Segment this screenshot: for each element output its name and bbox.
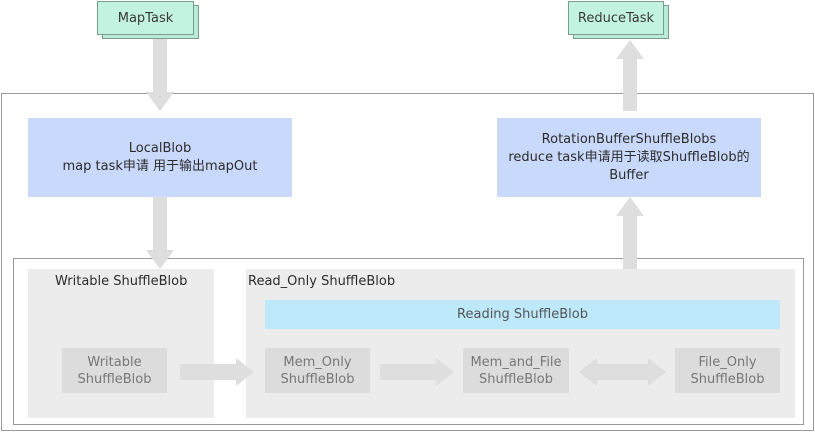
readonly-panel bbox=[246, 269, 795, 418]
file-only-line2: ShuffleBlob bbox=[690, 371, 765, 387]
localblob-title: LocalBlob bbox=[128, 140, 192, 156]
reading-shuffleblob-bar: Reading ShuffleBlob bbox=[265, 300, 780, 329]
readonly-panel-title: Read_Only ShuffleBlob bbox=[248, 274, 396, 289]
writable-panel bbox=[28, 269, 214, 418]
rotation-buffer-box: RotationBufferShuffleBlobs reduce task申请… bbox=[497, 118, 761, 197]
maptask-label: MapTask bbox=[117, 10, 174, 26]
writable-blob-line1: Writable bbox=[87, 354, 142, 370]
localblob-description: map task申请 用于输出mapOut bbox=[62, 158, 258, 174]
writable-panel-title: Writable ShuffleBlob bbox=[55, 274, 188, 289]
reducetask-box: ReduceTask bbox=[568, 1, 664, 35]
mem-only-line2: ShuffleBlob bbox=[280, 371, 355, 387]
localblob-box: LocalBlob map task申请 用于输出mapOut bbox=[28, 118, 292, 197]
file-only-line1: File_Only bbox=[698, 354, 757, 370]
mem-and-file-line1: Mem_and_File bbox=[470, 354, 562, 370]
rotation-buffer-description: reduce task申请用于读取ShuffleBlob的 bbox=[508, 149, 750, 165]
maptask-box: MapTask bbox=[97, 1, 194, 35]
mem-and-file-line2: ShuffleBlob bbox=[478, 371, 554, 387]
arrow-localblob-to-writable bbox=[146, 197, 174, 269]
mem-and-file-blob-box: Mem_and_File ShuffleBlob bbox=[463, 348, 569, 393]
mem-only-blob-box: Mem_Only ShuffleBlob bbox=[265, 348, 370, 393]
file-only-blob-box: File_Only ShuffleBlob bbox=[675, 348, 780, 393]
arrow-readonly-to-rotation bbox=[616, 197, 644, 269]
reducetask-label: ReduceTask bbox=[577, 10, 655, 26]
arrow-memandfile-fileonly-bidirectional bbox=[579, 358, 666, 386]
arrow-maptask-to-localblob bbox=[146, 39, 174, 111]
writable-blob-line2: ShuffleBlob bbox=[77, 371, 152, 387]
arrow-rotation-to-reducetask bbox=[616, 40, 644, 111]
writable-blob-box: Writable ShuffleBlob bbox=[62, 348, 167, 393]
rotation-buffer-description-cont: Buffer bbox=[609, 167, 649, 183]
arrow-memonly-to-memandfile bbox=[380, 358, 454, 386]
mem-only-line1: Mem_Only bbox=[283, 354, 352, 370]
reading-shuffleblob-label: Reading ShuffleBlob bbox=[457, 307, 588, 322]
arrow-writable-to-memonly bbox=[180, 358, 254, 386]
rotation-buffer-title: RotationBufferShuffleBlobs bbox=[541, 131, 717, 147]
